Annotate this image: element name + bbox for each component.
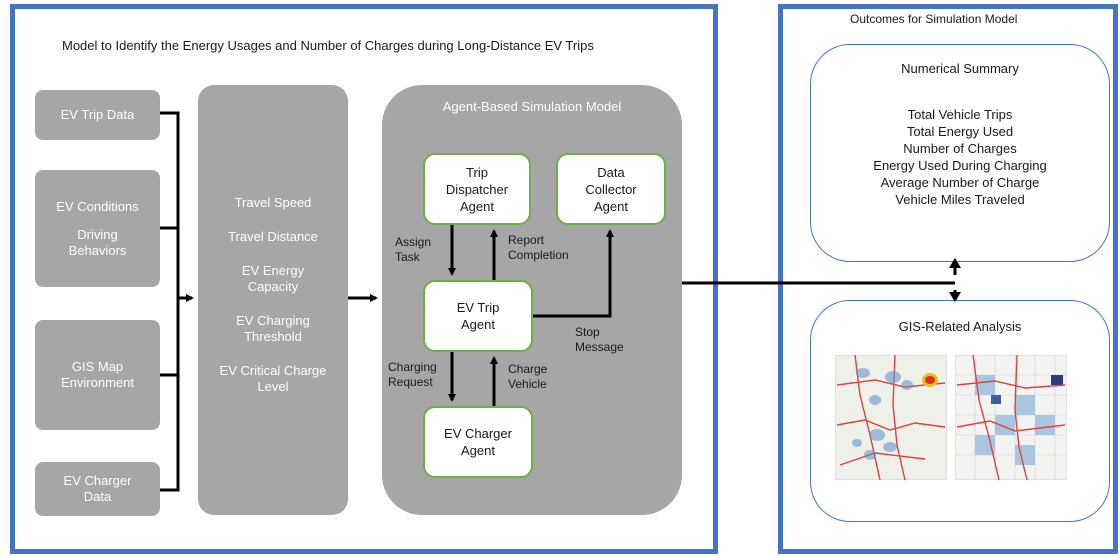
charge-vehicle-label: Charge Vehicle (508, 362, 547, 392)
trip-dispatcher-line-2: Dispatcher (445, 181, 509, 197)
stop-message-line-1: Stop (575, 325, 600, 339)
travel-distance-label: Travel Distance (228, 229, 318, 244)
driving-behaviors-label-1: Driving (77, 226, 118, 242)
ev-conditions-label: EV Conditions (56, 198, 139, 214)
charging-request-line-1: Charging (388, 360, 437, 374)
data-collector-line-2: Collector (585, 181, 637, 197)
charging-threshold-label-1: EV Charging (236, 313, 310, 328)
charging-threshold-label-2: Threshold (244, 329, 302, 344)
charge-vehicle-line-2: Vehicle (508, 377, 547, 391)
ev-charger-line-1: EV Charger (444, 426, 512, 441)
summary-item-5: Average Number of Charge (880, 175, 1040, 190)
assign-task-line-1: Assign (395, 235, 432, 249)
trip-dispatcher-line-1: Trip (466, 164, 488, 180)
ev-conditions-box: EV Conditions Driving Behaviors (35, 170, 160, 287)
report-completion-line-2: Completion (508, 248, 569, 262)
data-collector-line-3: Agent (594, 198, 628, 214)
assign-task-label: Assign Task (395, 235, 431, 265)
report-completion-label: Report Completion (508, 233, 569, 263)
ev-trip-data-label: EV Trip Data (60, 107, 135, 122)
critical-charge-label-1: EV Critical Charge (219, 363, 327, 378)
gis-map-label-2: Environment (61, 375, 134, 390)
model-title: Model to Identify the Energy Usages and … (62, 38, 594, 53)
ev-trip-line-2: Agent (461, 317, 495, 332)
charging-request-line-2: Request (388, 375, 433, 389)
travel-speed-label: Travel Speed (234, 195, 312, 210)
gis-charges-map (955, 355, 1067, 480)
numerical-summary-box: Numerical Summary Total Vehicle Trips To… (810, 44, 1110, 262)
ev-charger-data-box: EV Charger Data (35, 462, 160, 516)
summary-item-2: Total Energy Used (906, 124, 1014, 139)
numerical-summary-title: Numerical Summary (901, 61, 1019, 76)
trip-dispatcher-line-3: Agent (460, 198, 494, 214)
model-frame (10, 4, 718, 554)
summary-item-1: Total Vehicle Trips (907, 107, 1013, 122)
outcomes-title: Outcomes for Simulation Model (850, 12, 1018, 26)
data-collector-line-1: Data (597, 164, 625, 180)
energy-capacity-label-1: EV Energy (241, 263, 305, 278)
charging-request-label: Charging Request (388, 360, 437, 390)
summary-item-4: Energy Used During Charging (873, 158, 1047, 173)
stop-message-label: Stop Message (575, 325, 624, 355)
charge-vehicle-line-1: Charge (508, 362, 548, 376)
ev-charger-agent: EV Charger Agent (423, 406, 533, 478)
ev-trip-data-box: EV Trip Data (35, 90, 160, 140)
gis-map-label-1: GIS Map (71, 359, 124, 374)
stop-message-line-2: Message (575, 340, 624, 354)
gis-analysis-title: GIS-Related Analysis (898, 319, 1022, 334)
summary-item-3: Number of Charges (903, 141, 1017, 156)
trip-dispatcher-agent: Trip Dispatcher Agent (423, 153, 531, 225)
data-collector-agent: Data Collector Agent (556, 153, 666, 225)
ev-charger-line-2: Agent (461, 443, 495, 458)
ev-trip-line-1: EV Trip (456, 300, 500, 315)
simulation-title: Agent-Based Simulation Model (442, 99, 622, 114)
energy-capacity-label-2: Capacity (247, 279, 299, 294)
ev-charger-data-label-2: Data (83, 489, 112, 504)
report-completion-line-1: Report (508, 233, 545, 247)
critical-charge-label-2: Level (257, 379, 289, 394)
outcomes-frame (778, 4, 1118, 554)
assign-task-line-2: Task (395, 250, 420, 264)
driving-behaviors-label-2: Behaviors (68, 242, 127, 258)
summary-item-6: Vehicle Miles Traveled (895, 192, 1025, 207)
numerical-summary-list: Total Vehicle Trips Total Energy Used Nu… (811, 106, 1109, 208)
gis-map-box: GIS Map Environment (35, 320, 160, 430)
gis-hotspot-map (835, 355, 947, 480)
ev-charger-data-label-1: EV Charger (63, 473, 132, 488)
parameters-box: Travel Speed Travel Distance EV Energy C… (198, 85, 348, 515)
ev-trip-agent: EV Trip Agent (423, 280, 533, 352)
